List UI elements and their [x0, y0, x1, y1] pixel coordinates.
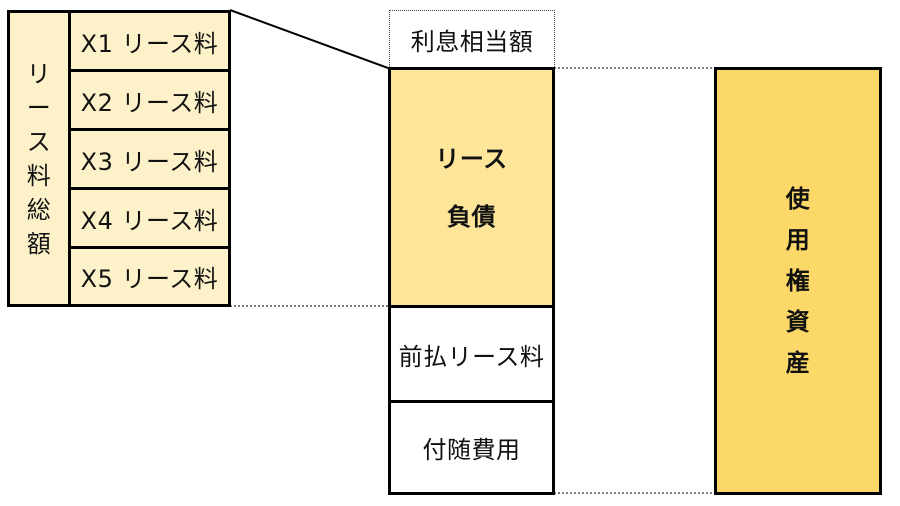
upper-connector-line [229, 9, 389, 69]
rou-asset-char: 使 [785, 184, 811, 213]
prepaid-lease-label: 前払リース料 [398, 342, 545, 371]
lease-liability-label-line1: リース [435, 144, 508, 173]
lease-payment-box: X5 リース料 [68, 246, 231, 307]
lease-total-char: 額 [26, 229, 52, 258]
right-of-use-asset-box: 使 用 権 資 産 [714, 67, 882, 495]
lease-payment-label: X2 リース料 [80, 88, 219, 117]
incidental-costs-label: 付随費用 [422, 436, 521, 464]
rou-asset-char: 資 [785, 307, 811, 336]
prepaid-lease-box: 前払リース料 [388, 305, 555, 403]
lease-total-char: 料 [26, 161, 52, 190]
lease-total-box: リ ー ス 料 総 額 [7, 10, 71, 307]
rou-asset-char: 権 [785, 266, 811, 295]
lease-payment-box: X3 リース料 [68, 128, 231, 190]
lease-payment-label: X4 リース料 [80, 206, 219, 235]
lease-total-char: ー [26, 93, 52, 122]
lease-payment-box: X1 リース料 [68, 10, 231, 72]
lease-liability-label-line2: 負債 [447, 202, 496, 231]
rou-asset-char: 用 [785, 225, 811, 254]
lease-total-char: ス [26, 127, 52, 156]
lease-total-char: 総 [26, 195, 52, 224]
interest-equivalent-box: 利息相当額 [389, 10, 555, 69]
interest-equivalent-label: 利息相当額 [410, 28, 534, 56]
incidental-costs-box: 付随費用 [388, 400, 555, 495]
lease-liability-box: リース 負債 [388, 67, 555, 308]
lease-payment-label: X5 リース料 [80, 265, 219, 293]
lease-payment-box: X4 リース料 [68, 187, 231, 249]
lease-payment-label: X3 リース料 [80, 147, 219, 176]
lease-payment-box: X2 リース料 [68, 69, 231, 131]
lease-total-char: リ [26, 59, 52, 88]
lease-payment-label: X1 リース料 [80, 29, 219, 58]
rou-asset-char: 産 [785, 348, 811, 377]
